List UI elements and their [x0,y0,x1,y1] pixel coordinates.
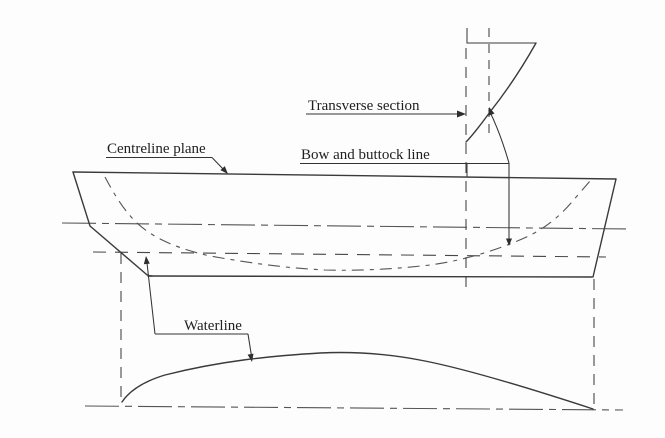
centreline-plane-leader [211,157,225,171]
lower-waterline-dashed [92,251,607,258]
waterline-left-leader [146,262,156,335]
sheer-line [72,171,617,180]
buttock-pointer-arrowhead [506,238,512,246]
waterplane-curve [121,351,594,410]
transom-line [592,178,617,278]
bow-and-buttock-line-label: Bow and buttock line [301,147,430,163]
section-lower-leader [488,109,510,164]
centreline-plane-arrowhead [220,166,228,174]
buttock-curve-dashdot [104,176,591,271]
section-top-bracket [466,28,536,44]
waterline-right-leader [247,333,253,357]
centreline-plane-label: Centreline plane [107,141,206,157]
transverse-section-label: Transverse section [308,98,420,114]
keel-line [147,275,593,278]
transverse-section-curve [465,42,537,143]
waterline-up-arrowhead [143,256,150,265]
waterline-label: Waterline [184,318,242,334]
baseline-dashdot [84,405,624,411]
design-waterline-dashdot [61,222,629,230]
transverse-section-arrowhead [457,110,466,118]
section-curve-arrowhead [488,107,495,116]
waterline-down-arrowhead [247,353,254,362]
